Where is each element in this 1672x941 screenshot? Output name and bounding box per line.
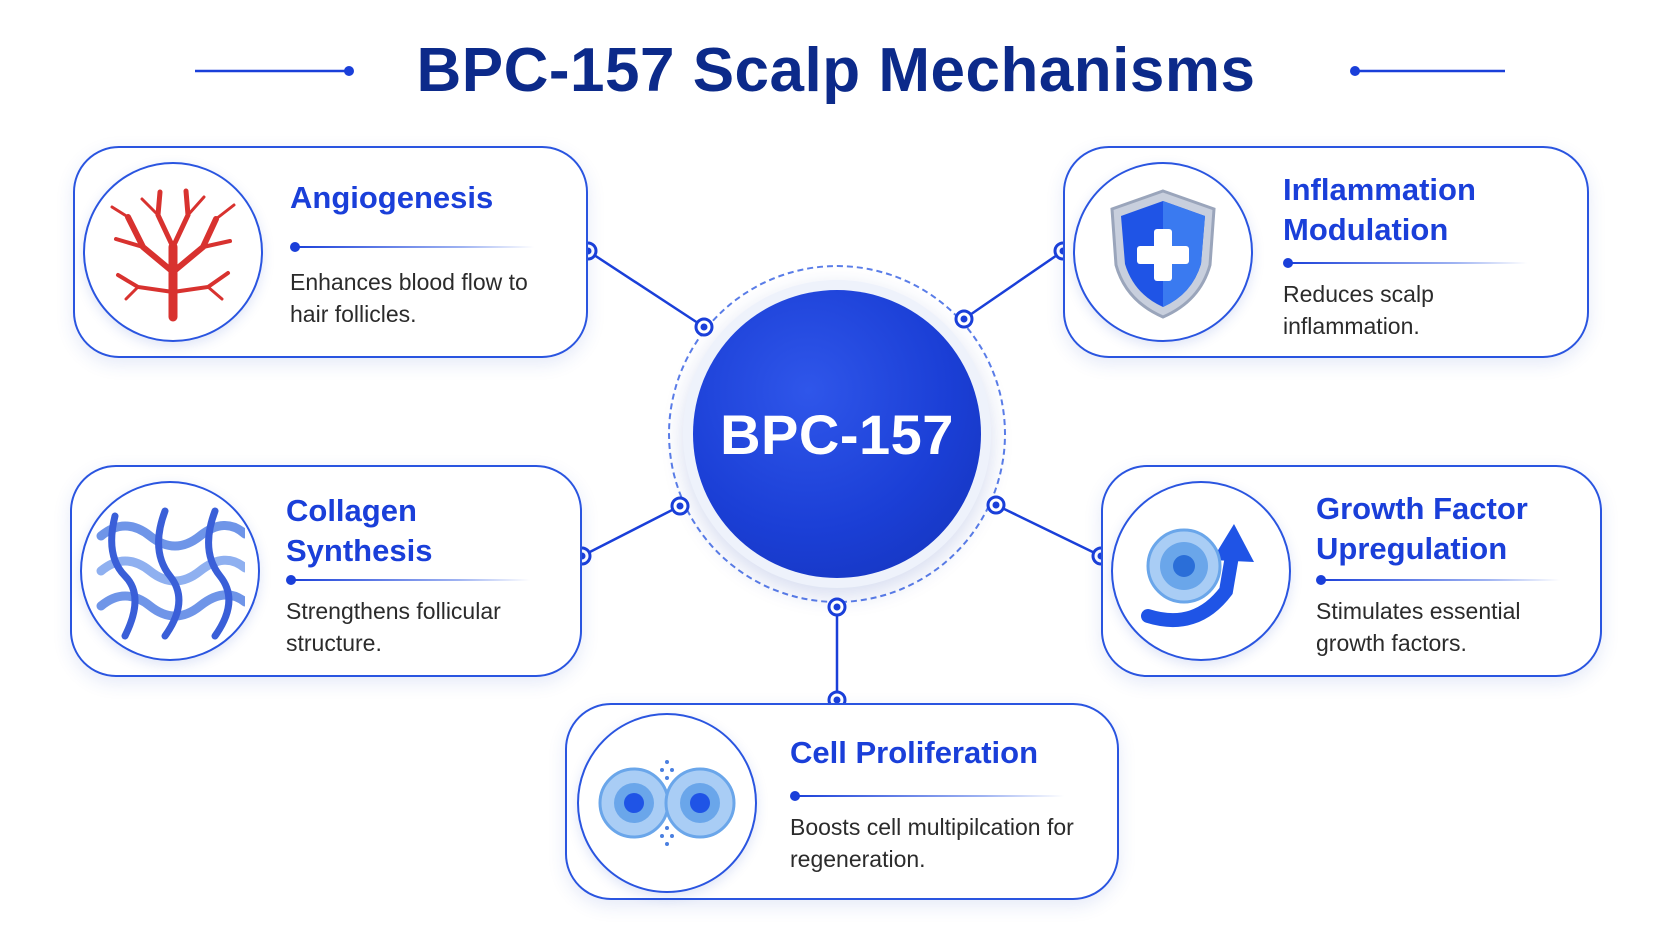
card-collagen-description: Strengthens follicular structure. <box>286 598 501 656</box>
card-collagen-rule <box>286 575 530 585</box>
card-angiogenesis-description: Enhances blood flow to hair follicles. <box>290 269 528 327</box>
card-growth-rule <box>1316 575 1560 585</box>
card-inflammation-rule <box>1283 258 1527 268</box>
card-proliferation-title: Cell Proliferation <box>790 735 1039 770</box>
title-rule-left-dot <box>344 66 354 76</box>
card-inflammation-icon-circle <box>1073 162 1253 342</box>
connector-collagen <box>581 504 681 558</box>
page-title: BPC-157 Scalp Mechanisms <box>416 36 1256 105</box>
card-growth-title: Growth Factor Upregulation <box>1316 491 1528 566</box>
connector-growth <box>995 503 1102 558</box>
card-angiogenesis-icon-circle <box>83 162 263 342</box>
connector-inflammation <box>963 249 1064 321</box>
card-proliferation-rule <box>790 791 1064 801</box>
card-angiogenesis: Angiogenesis Enhances blood flow to hair… <box>73 146 588 358</box>
hub-label: BPC-157 <box>720 402 954 466</box>
card-growth-description: Stimulates essential growth factors. <box>1316 598 1521 656</box>
connector-angiogenesis <box>587 249 705 329</box>
title-bar: BPC-157 Scalp Mechanisms <box>0 28 1672 118</box>
card-proliferation-icon-circle <box>577 713 757 893</box>
card-collagen-title: Collagen Synthesis <box>286 493 433 568</box>
card-collagen-icon-circle <box>80 481 260 661</box>
card-angiogenesis-rule <box>290 242 534 252</box>
card-inflammation: Inflammation Modulation Reduces scalp in… <box>1063 146 1589 358</box>
title-rule-right-dot <box>1350 66 1360 76</box>
hub-circle: BPC-157 <box>693 290 981 578</box>
card-growth: Growth Factor Upregulation Stimulates es… <box>1101 465 1602 677</box>
card-proliferation: Cell Proliferation Boosts cell multipilc… <box>565 703 1119 900</box>
card-inflammation-description: Reduces scalp inflammation. <box>1283 281 1434 339</box>
card-inflammation-title: Inflammation Modulation <box>1283 172 1476 247</box>
dividing-cells-icon <box>598 760 736 846</box>
blood-vessel-icon <box>110 188 236 322</box>
card-angiogenesis-title: Angiogenesis <box>290 180 494 215</box>
cell-arrow-up-icon <box>1141 524 1254 628</box>
shield-plus-icon <box>1110 189 1216 319</box>
card-proliferation-description: Boosts cell multipilcation for regenerat… <box>790 814 1074 872</box>
card-collagen: Collagen Synthesis Strengthens follicula… <box>70 465 582 677</box>
collagen-mesh-icon <box>96 507 245 640</box>
card-growth-icon-circle <box>1111 481 1291 661</box>
